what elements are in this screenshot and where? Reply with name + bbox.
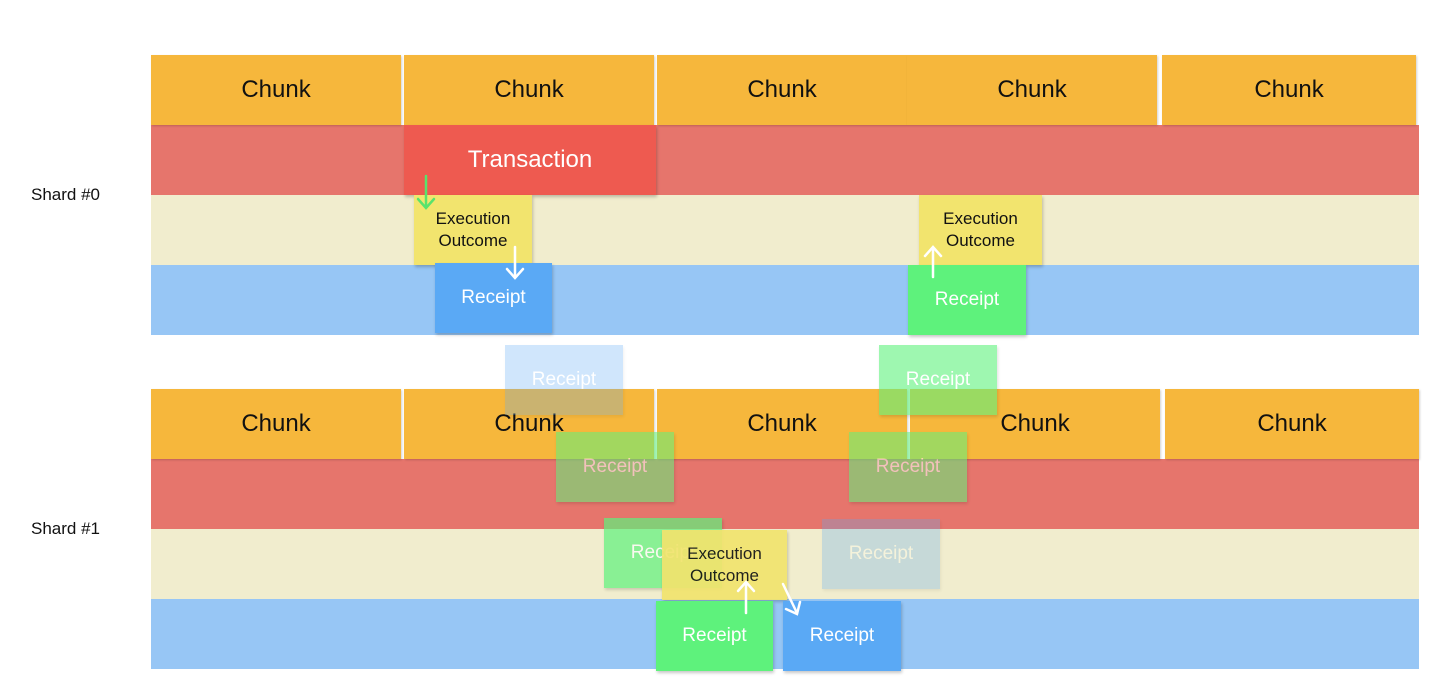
receipt-node-outgoing: Receipt [783, 601, 901, 671]
shard-0-chunk-2: Chunk [404, 55, 654, 125]
shard-0-transaction-lane [151, 125, 1419, 195]
shard-1-label: Shard #1 [31, 519, 100, 538]
receipt-node-incoming: Receipt [656, 601, 773, 671]
execution-outcome-node: Execution Outcome [662, 530, 787, 600]
shard-0-chunk-1: Chunk [151, 55, 401, 125]
receipt-node-incoming: Receipt [908, 265, 1026, 335]
shard-0-receipt-lane [151, 265, 1419, 335]
execution-outcome-line-2: Outcome [438, 231, 508, 250]
shard-0-outcome-lane [151, 195, 1419, 265]
execution-outcome-line-1: Execution [435, 209, 511, 228]
shard-0-chunk-4: Chunk [907, 55, 1157, 125]
receipt-node-in-transit: Receipt [556, 432, 674, 502]
execution-outcome-line-2: Outcome [946, 231, 1015, 250]
execution-outcome-line-2: Outcome [690, 566, 759, 585]
execution-outcome-line-1: Execution [943, 209, 1018, 228]
shard-1-chunk-5: Chunk [1165, 389, 1419, 459]
execution-outcome-node: Execution Outcome [414, 195, 532, 265]
receipt-node-in-transit: Receipt [879, 345, 997, 415]
shard-1-transaction-lane [151, 459, 1419, 529]
receipt-node-in-transit: Receipt [849, 432, 967, 502]
shard-0-label: Shard #0 [31, 185, 100, 204]
receipt-node-outgoing: Receipt [435, 263, 552, 333]
receipt-node-in-transit: Receipt [822, 519, 940, 589]
shard-0-chunk-3: Chunk [657, 55, 907, 125]
receipt-node-in-transit: Receipt [505, 345, 623, 415]
shard-1-chunk-1: Chunk [151, 389, 401, 459]
transaction-node: Transaction [404, 125, 656, 195]
execution-outcome-node: Execution Outcome [919, 195, 1042, 265]
execution-outcome-line-1: Execution [687, 544, 762, 563]
shard-0-chunk-5: Chunk [1162, 55, 1416, 125]
